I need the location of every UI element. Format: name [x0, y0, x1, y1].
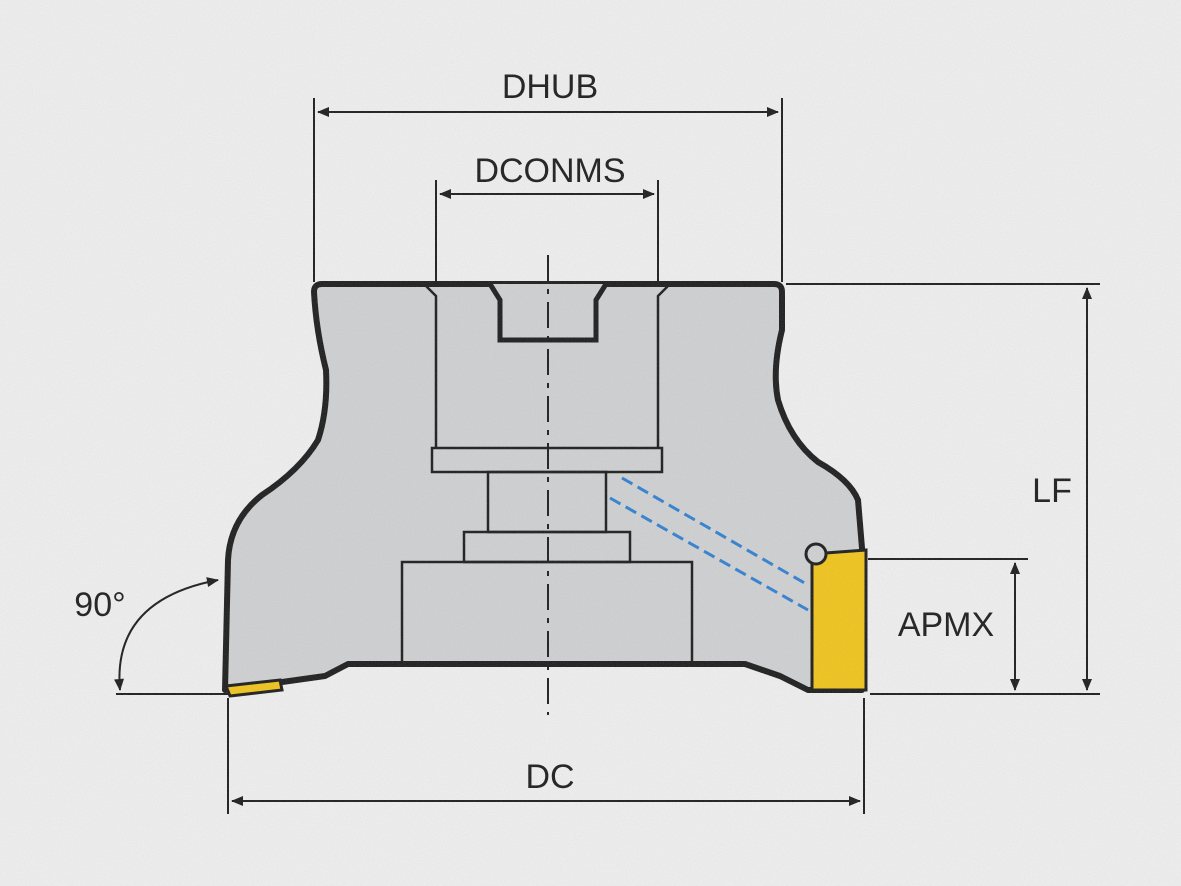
cutter-body [222, 281, 865, 693]
dconms-label: DCONMS [474, 152, 625, 190]
angle-label: 90° [74, 586, 125, 624]
insert-right [810, 548, 868, 692]
dhub-label: DHUB [502, 68, 598, 106]
insert-screw [804, 542, 828, 566]
apmx-label: APMX [898, 606, 994, 644]
dc-label: DC [525, 758, 574, 796]
lf-label: LF [1032, 472, 1072, 510]
